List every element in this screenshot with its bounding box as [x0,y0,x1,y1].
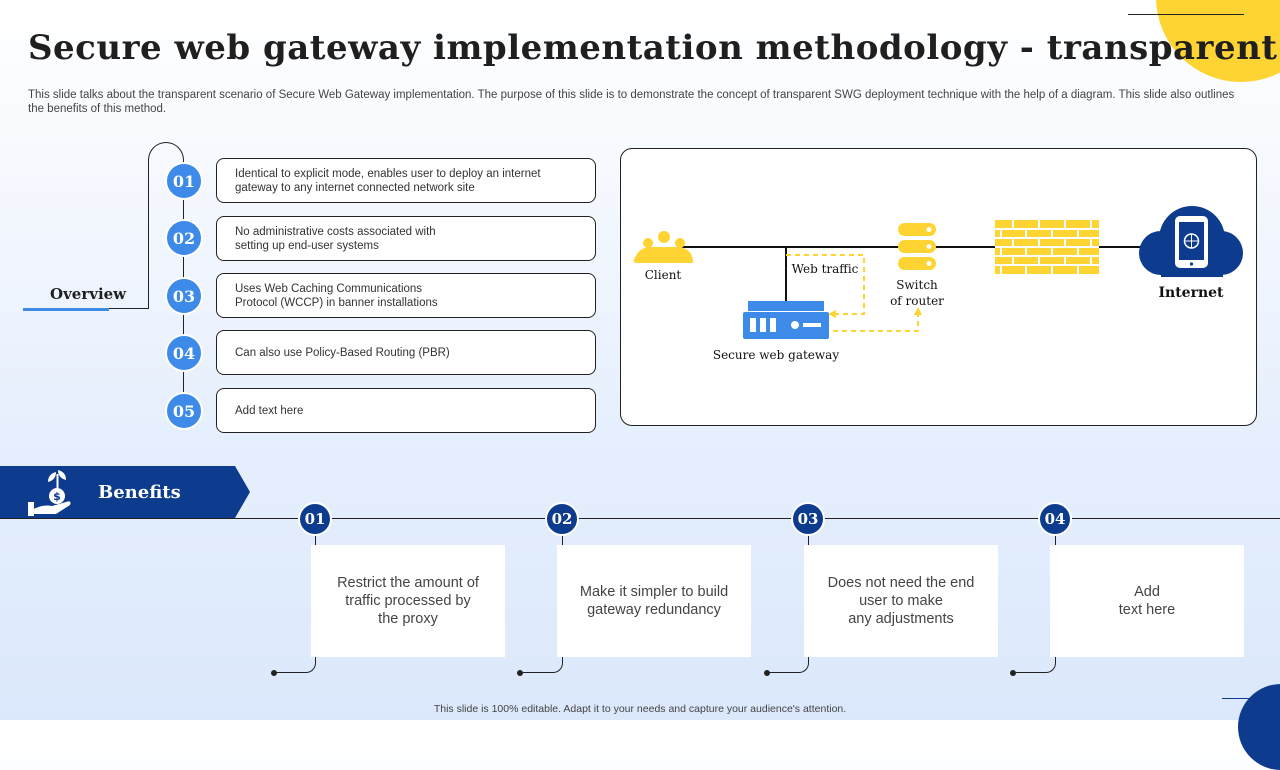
footer-note: This slide is 100% editable. Adapt it to… [433,703,847,715]
overview-item-text: No administrative costs associated with … [235,225,436,252]
decorative-line [1222,698,1258,699]
money-plant-icon: $ [28,470,71,516]
client-icon [633,231,693,263]
benefit-card: Add text here [1050,545,1244,657]
benefit-connector [276,653,316,673]
traffic-arrow [828,310,836,318]
overview-connector [148,162,149,309]
benefit-connector [769,653,809,673]
traffic-path [786,254,865,315]
cloud-icon [1139,206,1243,277]
benefit-dot [517,670,523,676]
overview-underline [23,308,109,311]
overview-connector [109,308,149,309]
overview-item-text: Can also use Policy-Based Routing (PBR) [235,346,450,359]
benefit-dot [1010,670,1016,676]
web-traffic-label: Web traffic [791,262,859,276]
overview-number: 01 [165,162,203,200]
firewall-icon [995,220,1099,274]
page-title: Secure web gateway implementation method… [28,28,1278,68]
svg-text:$: $ [53,490,61,503]
diagram-svg [633,206,1243,339]
overview-label: Overview [50,285,127,303]
benefit-dot [271,670,277,676]
benefit-card: Restrict the amount of traffic processed… [311,545,505,657]
benefit-number: 04 [1038,502,1072,536]
traffic-path [833,315,919,332]
benefit-dot [764,670,770,676]
gateway-device-icon [743,301,829,339]
overview-number: 05 [165,392,203,430]
network-diagram: Client Web traffic Switch of router Secu… [620,148,1257,426]
benefit-connector [1016,653,1056,673]
overview-item-text: Add text here [235,404,304,417]
overview-item: Can also use Policy-Based Routing (PBR) [216,330,596,375]
benefits-banner: $ [0,466,250,518]
benefit-number: 03 [791,502,825,536]
switch-router-icon [898,223,936,270]
benefits-timeline [0,518,1280,519]
overview-item: Identical to explicit mode, enables user… [216,158,596,203]
benefit-card: Does not need the end user to make any a… [804,545,998,657]
benefit-connector [523,653,563,673]
benefit-card: Make it simpler to build gateway redunda… [557,545,751,657]
overview-item: Add text here [216,388,596,433]
overview-number: 03 [165,277,203,315]
overview-item: No administrative costs associated with … [216,216,596,261]
internet-label: Internet [1158,285,1224,301]
benefit-number: 01 [298,502,332,536]
overview-item: Uses Web Caching Communications Protocol… [216,273,596,318]
decorative-line [1128,14,1244,15]
traffic-arrow [914,307,922,315]
switch-label-line1: Switch [896,278,938,292]
overview-item-text: Uses Web Caching Communications Protocol… [235,282,438,309]
decorative-blue-circle [1238,684,1280,770]
benefits-label: Benefits [98,482,181,503]
switch-label-line2: of router [890,294,944,308]
overview-number: 04 [165,334,203,372]
page-description: This slide talks about the transparent s… [28,89,1235,115]
client-label: Client [644,268,682,282]
benefit-number: 02 [545,502,579,536]
overview-number: 02 [165,219,203,257]
overview-item-text: Identical to explicit mode, enables user… [235,167,541,194]
gateway-label: Secure web gateway [712,348,840,362]
